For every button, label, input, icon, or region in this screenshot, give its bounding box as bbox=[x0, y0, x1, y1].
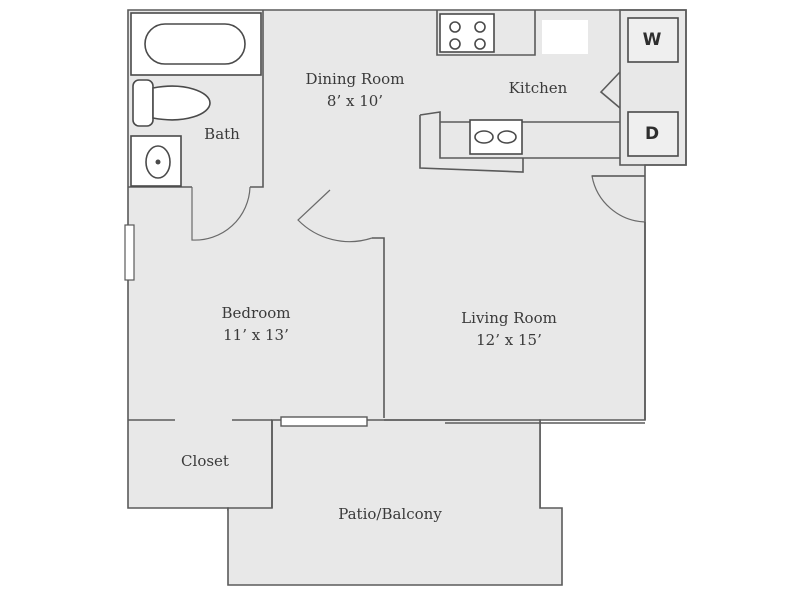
patio-name: Patio/Balcony bbox=[338, 505, 442, 523]
bedroom-door-swing bbox=[297, 189, 373, 243]
bedroom-label: Bedroom 11’ x 13’ bbox=[222, 302, 291, 346]
bathtub-inner bbox=[144, 23, 246, 65]
closet-label: Closet bbox=[181, 450, 229, 472]
patio-sliding-door bbox=[280, 416, 368, 427]
washer-label: W bbox=[642, 30, 662, 50]
living-room-name: Living Room bbox=[461, 309, 557, 327]
bath-door-swing bbox=[191, 186, 251, 241]
toilet-bowl bbox=[152, 85, 211, 121]
burner-2 bbox=[474, 21, 486, 33]
kitchen-label: Kitchen bbox=[509, 77, 568, 99]
dining-room-name: Dining Room bbox=[305, 70, 405, 88]
kitchen-nook-wall bbox=[599, 71, 621, 109]
refrigerator bbox=[542, 20, 588, 54]
dining-room-label: Dining Room 8’ x 10’ bbox=[306, 68, 405, 112]
bedroom-name: Bedroom bbox=[221, 304, 291, 322]
living-room-label: Living Room 12’ x 15’ bbox=[461, 307, 557, 351]
kitchen-peninsula bbox=[419, 111, 620, 173]
dining-room-size: 8’ x 10’ bbox=[326, 92, 384, 110]
laundry-closet bbox=[619, 9, 687, 166]
bath-name: Bath bbox=[204, 125, 240, 143]
closet-name: Closet bbox=[181, 452, 229, 470]
dryer-label: D bbox=[644, 124, 660, 144]
patio-label: Patio/Balcony bbox=[338, 503, 442, 525]
burner-1 bbox=[449, 21, 461, 33]
range bbox=[439, 13, 495, 53]
kitchen-back-counter bbox=[436, 10, 536, 56]
toilet-tank bbox=[132, 79, 154, 127]
washer-box bbox=[627, 17, 679, 63]
entry-door-swing bbox=[591, 175, 646, 223]
dryer-box bbox=[627, 111, 679, 157]
kitchen-sink-bowl-2 bbox=[497, 130, 517, 144]
burner-4 bbox=[474, 38, 486, 50]
kitchen-sink-bowl-1 bbox=[474, 130, 494, 144]
bedroom-right-wall bbox=[372, 237, 385, 418]
bath-wall bbox=[250, 10, 264, 188]
bath-drain bbox=[155, 159, 161, 165]
living-room-size: 12’ x 15’ bbox=[476, 331, 542, 349]
bedroom-size: 11’ x 13’ bbox=[223, 326, 289, 344]
burner-3 bbox=[449, 38, 461, 50]
bath-label: Bath bbox=[204, 123, 240, 145]
bedroom-window-frame bbox=[124, 224, 135, 281]
kitchen-name: Kitchen bbox=[508, 79, 568, 97]
